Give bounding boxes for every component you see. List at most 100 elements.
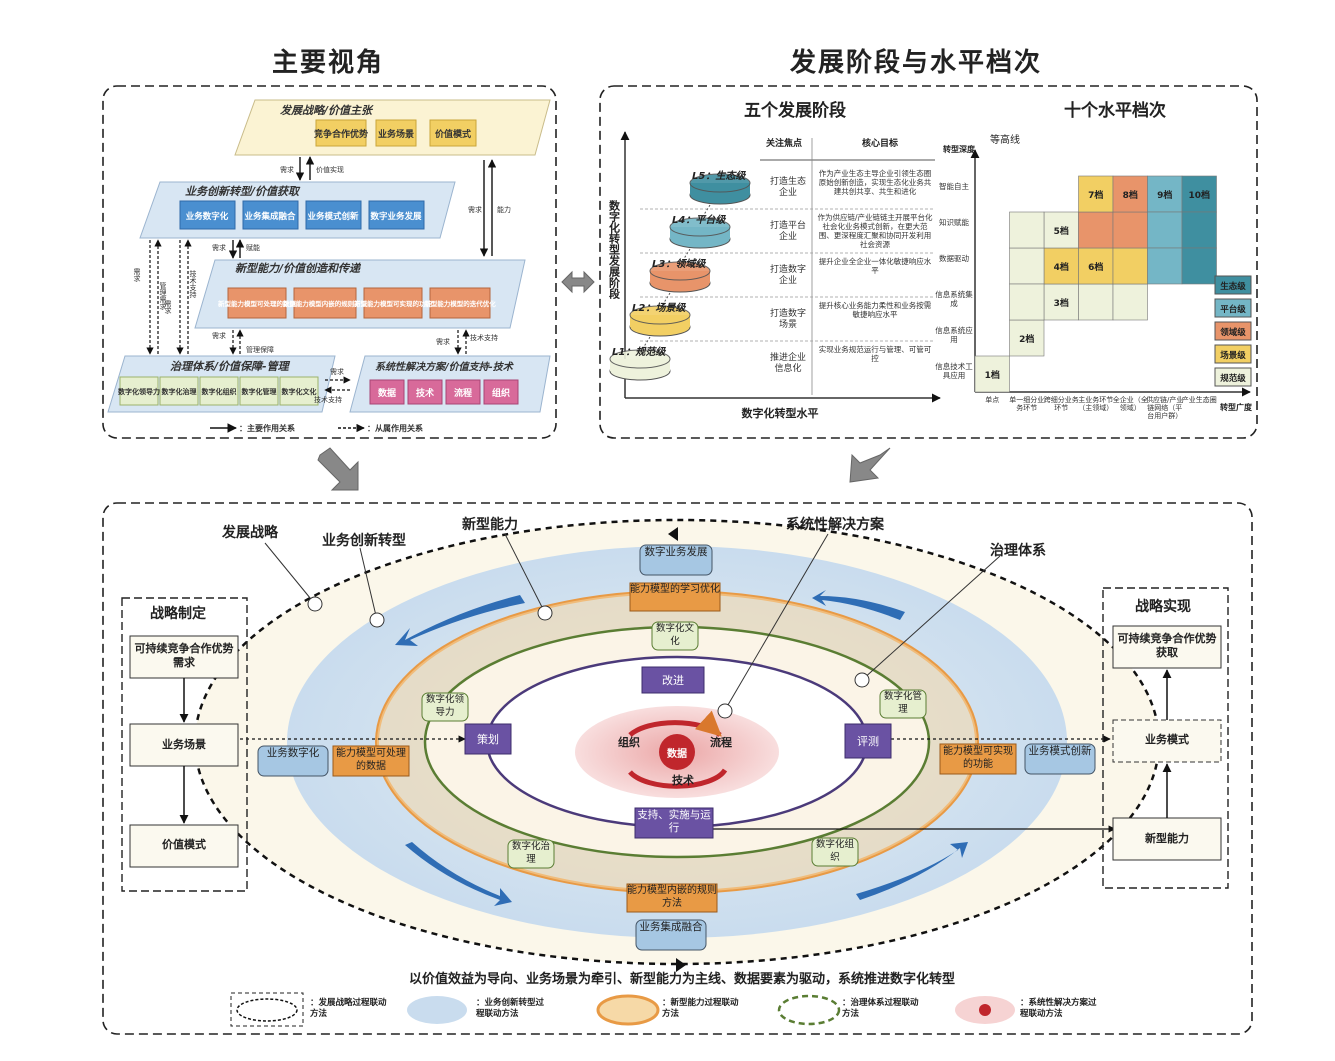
pdca-box: [844, 723, 892, 759]
business-item: 业务数字化: [186, 211, 229, 222]
left-box-label: 可持续竞争合作优势需求: [134, 642, 234, 669]
core-cycle-arrow: [628, 768, 728, 789]
panel-link-arrow: [561, 270, 595, 294]
stage-focus: 推进企业信息化: [769, 353, 806, 374]
business-label-box: [639, 544, 713, 576]
business-label: 业务数字化: [266, 747, 320, 759]
main-legend-label: ：业务创新转型过程联动方法: [476, 998, 545, 1019]
stage-level-label: L5：生态级: [692, 170, 746, 182]
panel-link-arrow: [317, 447, 359, 491]
level-cell: [1009, 319, 1045, 357]
stage-focus: 打造数字企业: [769, 265, 806, 286]
strategy-direction-arrow: [676, 958, 686, 972]
legend-icon-strategy: [236, 998, 298, 1022]
business-item: 业务模式创新: [307, 211, 359, 222]
grade-label: 5档: [1054, 225, 1069, 237]
levels-legend-swatch: [1214, 275, 1252, 295]
level-cell: [1181, 211, 1217, 249]
grade-label: 2档: [1019, 333, 1034, 345]
stage-goal: 作为供应链/产业链链主开展平台化社会化业务模式创新，在更大范围、更深程度汇聚和协…: [817, 213, 933, 249]
governance-item-box: [119, 376, 159, 406]
callout-line: [264, 542, 316, 605]
level-cell: [1112, 247, 1148, 285]
callout-solution: 系统性解决方案: [786, 517, 884, 533]
solution-item-box: [369, 379, 405, 405]
business-label-box: [1024, 743, 1096, 775]
level-cell: [1181, 247, 1217, 285]
legend-box-strategy: [230, 992, 304, 1027]
solution-item-box: [445, 379, 481, 405]
callout-dot: [537, 605, 553, 621]
legend-icon-business: [407, 996, 467, 1024]
solution-item: 组织: [492, 387, 510, 399]
capability-item-box: [293, 287, 357, 319]
left-panel-title: 战略制定: [150, 606, 206, 622]
business-label-box: [257, 745, 329, 777]
left-box-label: 业务场景: [162, 738, 206, 751]
solution-item-box: [483, 379, 519, 405]
business-item-box: [242, 200, 299, 230]
solution-item: 流程: [454, 387, 472, 399]
strategy-item: 价值模式: [435, 128, 471, 140]
solution-item: 技术: [416, 387, 434, 399]
arrow-label: 管理保障: [246, 345, 274, 354]
strategy-direction-arrow: [668, 527, 678, 541]
business-flow-arrow: [395, 595, 525, 646]
main-legend-label: ：治理体系过程联动方法: [842, 998, 919, 1019]
solution-item: 数据: [378, 387, 396, 399]
title-stages-levels: 发展阶段与水平档次: [790, 48, 1043, 78]
core-label: 流程: [710, 736, 732, 749]
capability-label: 能力模型可处理的数据: [336, 748, 406, 772]
stages-x-label: 数字化转型水平: [742, 406, 819, 420]
business-flow-arrow: [856, 842, 968, 900]
ten-levels-title: 十个水平档次: [1064, 100, 1166, 121]
strategy-item-box: [315, 119, 367, 147]
main-legend-label: ：新型能力过程联动方法: [662, 998, 739, 1019]
left-box-label: 价值模式: [162, 838, 206, 851]
pdca-box: [641, 666, 705, 694]
levels-x-label: 跨细分业务环节: [1043, 396, 1079, 412]
stages-y-label: 数字化转型发展阶段: [608, 199, 622, 300]
levels-legend-label: 规范级: [1220, 373, 1246, 384]
grade-label: 10档: [1188, 189, 1210, 201]
arrow-label: 需求: [212, 243, 226, 252]
right-box-label: 新型能力: [1145, 832, 1189, 845]
governance-label: 数字化治理: [511, 841, 550, 865]
business-label: 业务集成融合: [639, 921, 703, 933]
governance-label-box: [507, 839, 555, 869]
perspective-frame: [102, 85, 557, 439]
levels-y-label: 信息系统集成: [935, 290, 973, 308]
stage-goal: 实现业务规范运行与管理、可管可控: [818, 345, 932, 363]
capability-item-box: [363, 287, 423, 319]
capability-item: 新型能力模型可处理的数据: [218, 299, 297, 308]
arrow-label: 技术支持: [470, 333, 498, 342]
levels-legend-label: 平台级: [1220, 304, 1246, 315]
solution-layer-title: 系统性解决方案/价值支持-技术: [375, 361, 515, 373]
stage-level-label: L2：场景级: [632, 302, 686, 314]
stages-frame: [599, 85, 1258, 439]
level-cell: [1043, 283, 1079, 321]
right-box: [1112, 719, 1222, 763]
arrow-label: 技术支持: [314, 395, 342, 404]
levels-x-label: 主业务环节（主领域）: [1078, 396, 1114, 412]
level-cell: [1009, 247, 1045, 285]
right-box: [1112, 817, 1222, 861]
governance-item: 数字化文化: [282, 387, 317, 396]
strategy-realization-panel: [1102, 587, 1229, 889]
stage-focus: 打造数字场景: [769, 309, 806, 330]
callout-dot: [717, 703, 733, 719]
governance-item-box: [159, 376, 199, 406]
stage-cylinder: [689, 173, 751, 205]
legend-sub-label: ：从属作用关系: [367, 423, 423, 433]
levels-legend-swatch: [1214, 298, 1252, 318]
stage-cylinder: [669, 217, 731, 249]
capability-item: 新型能力模型可实现的功能: [354, 299, 433, 308]
level-cell: [1147, 247, 1183, 285]
level-cell: [1078, 211, 1114, 249]
level-cell: [1147, 175, 1183, 213]
stage-cylinder: [609, 349, 671, 381]
levels-legend-label: 生态级: [1220, 281, 1246, 292]
stage-focus: 打造平台企业: [769, 221, 806, 242]
pdca-label: 评测: [857, 735, 879, 748]
